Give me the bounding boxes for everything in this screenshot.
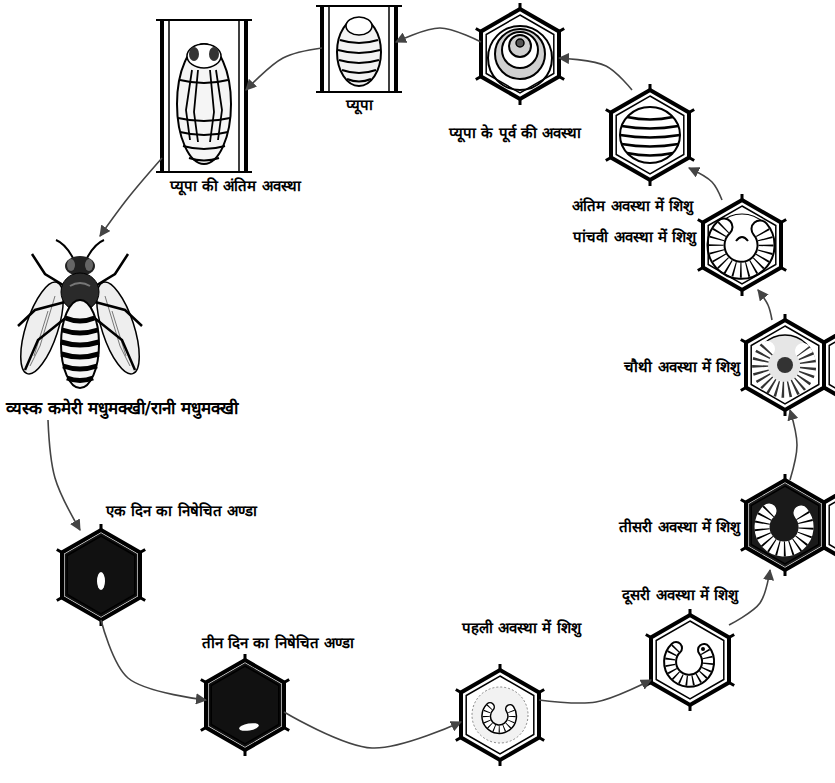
stage-label: दूसरी अवस्था में शिशु [620,586,740,605]
adult-bee [12,240,148,388]
stage-label: चौथी अवस्था में शिशु [622,358,742,377]
stage-arrow [539,680,651,703]
capped-cell [476,3,564,105]
stage-arrow [100,158,162,236]
stage-arrow [284,712,461,748]
stage-arrow [559,58,632,90]
life-stage: तीसरी अवस्था में शिशु [746,480,824,570]
larva-cell [646,609,734,711]
egg-cell [57,524,145,626]
life-stage: तीन दिन का निषेचित अण्डा [206,660,284,750]
stage-label: व्यस्क कमेरी मधुमक्खी/रानी मधुमक्खी [4,398,240,419]
stage-arrow [101,620,206,700]
stage-label: तीसरी अवस्था में शिशु [617,518,742,537]
stage-arrow [790,410,797,480]
larva-cell [606,84,694,186]
stage-label: प्यूपा की अंतिम अवस्था [168,177,303,196]
life-stage: प्यूपा [322,6,396,92]
stage-label: तीन दिन का निषेचित अण्डा [200,634,356,653]
life-stage: व्यस्क कमेरी मधुमक्खी/रानी मधुमक्खी [4,236,240,420]
stage-label: पहली अवस्था में शिशु [460,619,583,638]
life-stage: प्यूपा की अंतिम अवस्था [162,20,246,172]
life-stage: अंतिम अवस्था में शिशु [611,90,689,180]
life-stage: प्यूपा के पूर्व की अवस्था [481,9,559,99]
life-stage: एक दिन का निषेचित अण्डा [62,530,140,620]
stage-arrow [48,420,80,530]
stage-arrow [689,168,722,200]
pupa-cell [156,20,252,172]
larva-cell [698,194,786,296]
life-stage: पहली अवस्था में शिशु [461,670,539,760]
egg-cell [201,654,289,756]
stage-arrow [396,28,481,42]
stage-label: पांचवी अवस्था में शिशु [571,228,698,247]
life-stage: चौथी अवस्था में शिशु [746,320,824,410]
stage-label: प्यूपा [344,96,375,115]
stage-arrow [758,290,772,320]
stage-arrow [246,48,322,90]
stage-label: अंतिम अवस्था में शिशु [570,197,695,216]
pupa-cell [316,6,402,92]
stage-label: एक दिन का निषेचित अण्डा [104,502,259,521]
larva-cell [741,314,829,416]
larva-cell [741,474,829,576]
life-stage: दूसरी अवस्था में शिशु [651,615,729,705]
stage-label: प्यूपा के पूर्व की अवस्था [447,124,583,143]
life-stage: पांचवी अवस्था में शिशु [703,200,781,290]
larva-cell [456,664,544,766]
